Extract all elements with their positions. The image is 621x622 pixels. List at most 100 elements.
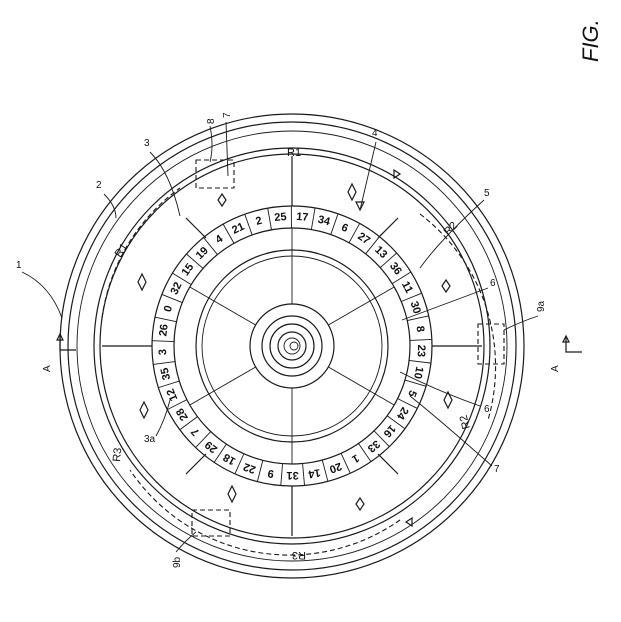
pocket-number: 10: [411, 365, 425, 379]
pocket-divider: [161, 293, 183, 303]
pocket-divider: [167, 399, 188, 411]
sector-lines: [102, 156, 482, 536]
pocket-number: 20: [328, 460, 344, 475]
ref-9b: 9a: [536, 300, 547, 312]
cone-spoke: [328, 366, 395, 406]
pocket-divider: [158, 380, 180, 389]
pocket-number: 33: [365, 437, 382, 454]
sector-label-r2-lower: R2: [458, 414, 473, 431]
pocket-number: 13: [372, 244, 389, 261]
diamond-icon: [441, 278, 451, 294]
ref-7b: 7: [494, 464, 500, 475]
section-mark-left: A: [42, 365, 53, 372]
pocket-divider: [321, 459, 329, 482]
pocket-number: 15: [179, 261, 196, 278]
pocket-number: 26: [157, 323, 170, 337]
diamond-icon: [217, 192, 227, 208]
pocket-divider: [154, 316, 177, 323]
pocket-divider: [386, 415, 406, 430]
pocket-divider: [195, 431, 212, 448]
pocket-number: 27: [355, 230, 372, 247]
pocket-divider: [267, 208, 272, 230]
reference-numerals: 1 2 3 3a 4 5 6 6 7 7 8 9a 9b: [16, 112, 547, 568]
pocket-divider: [302, 463, 305, 486]
pocket-number: 3: [157, 349, 169, 356]
pocket-divider: [409, 338, 432, 341]
pocket-divider: [409, 359, 432, 364]
sensor-boxes: [191, 159, 505, 537]
track-arrows: [393, 168, 413, 528]
pocket-divider: [407, 315, 429, 322]
outer-rim: [59, 113, 525, 579]
pocket-number: 2: [254, 215, 263, 228]
pocket-number: 21: [230, 221, 246, 237]
pocket-number: 8: [414, 325, 427, 333]
ref-7a: 6: [484, 404, 490, 415]
pocket-divider: [330, 213, 339, 235]
pocket-divider: [153, 361, 176, 365]
pocket-number: 5: [405, 388, 418, 398]
ref-8: 7: [222, 112, 233, 118]
cone-spoke: [328, 286, 395, 326]
sector-label-r1-top: R1: [287, 147, 301, 159]
ref-3a: 3a: [144, 434, 156, 445]
pocket-divider: [179, 416, 198, 431]
ref-6: 6: [490, 278, 496, 289]
section-marks: A A: [42, 332, 582, 372]
ref-4: 4: [372, 128, 378, 139]
pocket-number: 4: [213, 232, 226, 246]
pocket-divider: [222, 223, 235, 244]
pocket-divider: [373, 430, 390, 447]
pocket-number: 0: [162, 304, 175, 313]
diamond-icon: [139, 400, 149, 420]
pocket-divider: [310, 207, 316, 230]
ref-2: 2: [96, 180, 102, 191]
cone-spoke: [189, 286, 256, 326]
diamond-deflectors: [137, 182, 453, 512]
pocket-divider: [280, 463, 283, 486]
pocket-number: 16: [381, 422, 398, 439]
pocket-number: 28: [174, 406, 191, 423]
pocket-divider: [365, 236, 380, 255]
pocket-number: 22: [242, 460, 258, 475]
pocket-number: 34: [316, 214, 332, 229]
ref-9a: 8: [206, 118, 217, 124]
pocket-divider: [397, 398, 418, 409]
pocket-number: 12: [165, 387, 181, 403]
pocket-number: 7: [189, 425, 202, 438]
cone-spoke: [189, 366, 256, 406]
pocket-divider: [152, 340, 175, 342]
pocket-number: 23: [415, 345, 427, 358]
figure-title: FIG.: [578, 19, 603, 62]
diamond-icon: [355, 496, 365, 512]
pocket-number: 25: [274, 211, 287, 224]
ball-track-dashed: [101, 187, 497, 556]
sector-label-r3-bottom: R3: [292, 549, 306, 561]
pocket-number: 32: [168, 280, 184, 296]
pocket-number: 6: [339, 221, 349, 234]
pocket-divider: [186, 253, 204, 269]
ref-5: 5: [484, 188, 490, 199]
pocket-divider: [401, 292, 422, 302]
pocket-divider: [244, 214, 253, 236]
pocket-number: 36: [387, 260, 404, 277]
pocket-number: 1: [350, 452, 361, 465]
pocket-divider: [358, 443, 372, 462]
pocket-number: 18: [221, 451, 238, 467]
pocket-number: 24: [393, 405, 410, 422]
pocket-number: 30: [408, 300, 423, 315]
pocket-divider: [348, 223, 361, 243]
pocket-divider: [256, 460, 264, 482]
diamond-icon: [443, 390, 453, 410]
pocket-number: 14: [306, 466, 321, 480]
pocket-divider: [404, 379, 427, 387]
ref-3: 3: [144, 138, 150, 149]
pocket-divider: [379, 252, 397, 268]
ref-9c: 9b: [172, 556, 183, 568]
pocket-number: 29: [203, 438, 220, 455]
diamond-icon: [137, 272, 147, 292]
pocket-divider: [213, 443, 227, 463]
pocket-divider: [203, 237, 218, 255]
sector-label-r3: R3: [111, 447, 124, 462]
